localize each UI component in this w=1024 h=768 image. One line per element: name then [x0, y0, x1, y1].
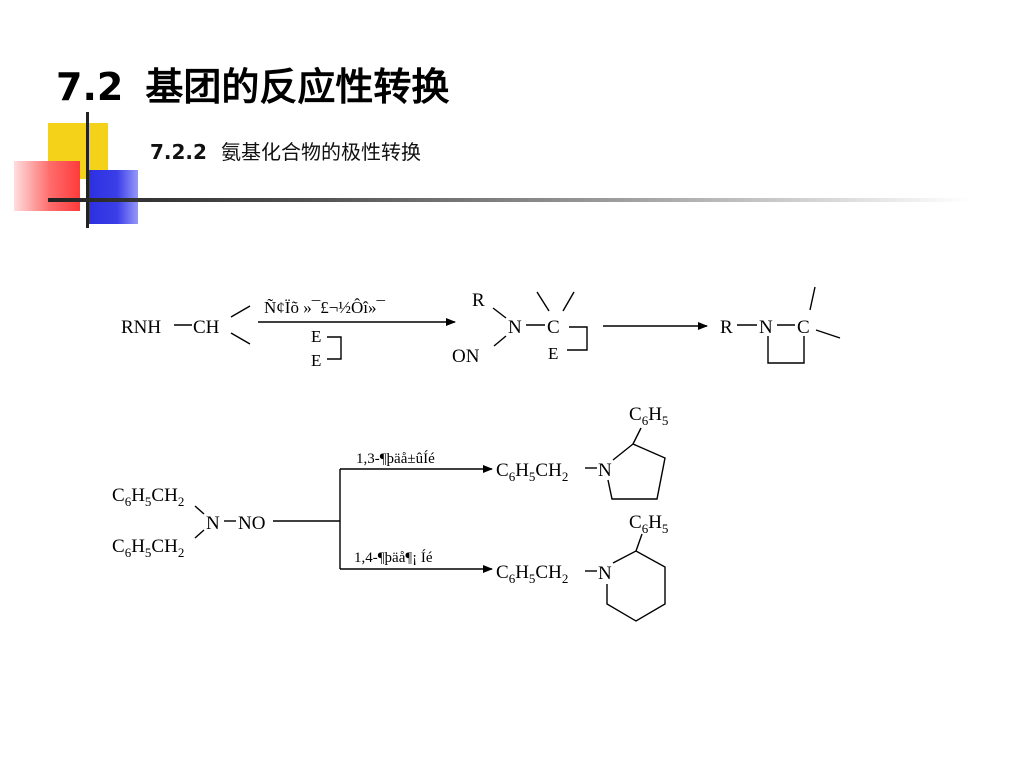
bond [567, 326, 588, 351]
reagent-e2: E [311, 351, 321, 370]
product-n-label: N [759, 317, 773, 338]
reactant-no-label: NO [238, 513, 265, 534]
lower-arrow-label: 1,4-¶þäå¶¡ Íé [354, 549, 433, 566]
reagent-bracket [327, 336, 342, 360]
product1-substituent: C6H5 [629, 404, 668, 428]
intermediate-e-label: E [548, 344, 558, 363]
bond [194, 505, 205, 515]
azetidine-ring [767, 336, 805, 364]
section-title: 基团的反应性转换 [145, 65, 450, 109]
decor-vertical-line [86, 112, 89, 228]
bond [230, 305, 251, 318]
bond [815, 329, 841, 339]
reactant-upper-benzyl: C6H5CH2 [112, 485, 184, 509]
reactant-ch-label: CH [193, 317, 220, 338]
reactant-lower-benzyl: C6H5CH2 [112, 536, 184, 560]
bond [493, 335, 507, 347]
bond [562, 291, 575, 312]
bond [492, 307, 507, 319]
product2-substituent: C6H5 [629, 512, 668, 536]
product2-n-label: N [598, 563, 612, 584]
reaction-2: C6H5CH2 N NO C6H5CH2 1,3-¶þäå±ûÍé 1,4-¶þ… [112, 404, 668, 622]
reagent-e1: E [311, 327, 321, 346]
decor-red-square [14, 161, 80, 211]
decor-blue-square [86, 170, 138, 224]
bond [194, 529, 205, 539]
subsection-title: 氨基化合物的极性转换 [220, 140, 421, 164]
subsection-number: 7.2.2 [150, 140, 207, 164]
upper-arrow-label: 1,3-¶þäå±ûÍé [356, 450, 435, 467]
intermediate-n-label: N [508, 317, 522, 338]
reaction-1: RNH CH Ñ¢Ïõ »¯£¬½Ôî»¯ E E R N C E ON R N… [121, 286, 841, 370]
reactant-amine-label: RNH [121, 317, 161, 338]
bond [230, 332, 251, 345]
product1-n-label: N [598, 460, 612, 481]
bond [635, 533, 643, 552]
intermediate-on-label: ON [452, 346, 480, 367]
reactant-n-label: N [206, 513, 220, 534]
reaction1-arrow-label: Ñ¢Ïõ »¯£¬½Ôî»¯ [264, 298, 386, 317]
piperidine-ring [606, 550, 666, 622]
intermediate-c-label: C [547, 317, 560, 338]
bond [809, 286, 816, 311]
product1-chain: C6H5CH2 [496, 460, 568, 484]
section-number: 7.2 [56, 65, 124, 109]
product-r-label: R [720, 317, 733, 338]
pyrrolidine-ring [607, 443, 666, 500]
page-subtitle: 7.2.2 氨基化合物的极性转换 [150, 142, 421, 162]
product-c-label: C [797, 317, 810, 338]
bond [632, 427, 642, 445]
page-title: 7.2 基团的反应性转换 [56, 68, 449, 106]
product2-chain: C6H5CH2 [496, 562, 568, 586]
intermediate-r-label: R [472, 290, 485, 311]
bond [536, 291, 550, 312]
title-underline [48, 198, 970, 202]
